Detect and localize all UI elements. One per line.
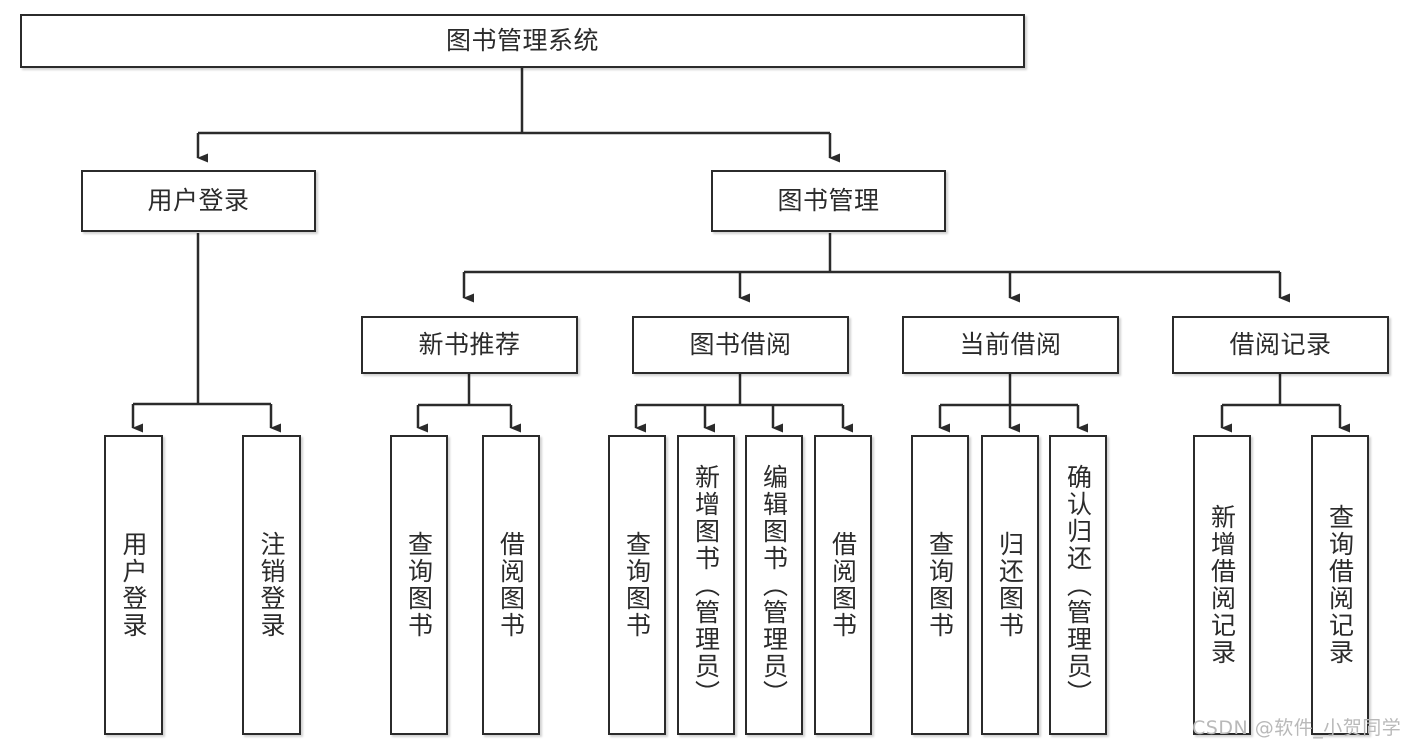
leaf-borrow-edit-book-admin[interactable]: 编辑图书（管理员） xyxy=(745,435,803,735)
watermark-text: CSDN @软件_小贺同学 xyxy=(1192,717,1402,739)
leaf-records-query-record[interactable]: 查询借阅记录 xyxy=(1311,435,1369,735)
leaf-current-confirm-return-admin[interactable]: 确认归还（管理员） xyxy=(1049,435,1107,735)
node-label: 图书管理系统 xyxy=(445,26,599,56)
node-current-borrow[interactable]: 当前借阅 xyxy=(902,316,1119,374)
node-label: 用户登录 xyxy=(119,531,148,639)
leaf-records-add-record[interactable]: 新增借阅记录 xyxy=(1193,435,1251,735)
node-label: 借阅图书 xyxy=(828,531,858,639)
node-root-system[interactable]: 图书管理系统 xyxy=(20,14,1025,68)
node-book-management[interactable]: 图书管理 xyxy=(711,170,946,232)
node-label: 查询图书 xyxy=(622,531,652,639)
node-label: 借阅记录 xyxy=(1229,330,1332,360)
node-book-borrow[interactable]: 图书借阅 xyxy=(632,316,849,374)
leaf-new-book-borrow[interactable]: 借阅图书 xyxy=(482,435,540,735)
node-label: 查询图书 xyxy=(925,531,955,639)
leaf-current-return-book[interactable]: 归还图书 xyxy=(981,435,1039,735)
leaf-current-query-book[interactable]: 查询图书 xyxy=(911,435,969,735)
node-label: 确认归还（管理员） xyxy=(1063,463,1093,707)
node-label: 新增图书（管理员） xyxy=(691,463,721,707)
leaf-user-login-logout[interactable]: 注销登录 xyxy=(242,435,301,735)
leaf-user-login-login[interactable]: 用户登录 xyxy=(104,435,163,735)
node-label: 查询图书 xyxy=(404,531,434,639)
node-label: 编辑图书（管理员） xyxy=(759,463,789,707)
node-label: 图书借阅 xyxy=(689,330,792,360)
node-borrow-records[interactable]: 借阅记录 xyxy=(1172,316,1389,374)
node-user-login[interactable]: 用户登录 xyxy=(81,170,316,232)
node-label: 注销登录 xyxy=(257,531,286,639)
leaf-borrow-add-book-admin[interactable]: 新增图书（管理员） xyxy=(677,435,735,735)
node-label: 当前借阅 xyxy=(959,330,1062,360)
node-label: 借阅图书 xyxy=(496,531,526,639)
node-label: 图书管理 xyxy=(777,186,880,216)
node-label: 归还图书 xyxy=(995,531,1025,639)
node-label: 查询借阅记录 xyxy=(1325,504,1355,666)
node-new-book-recommend[interactable]: 新书推荐 xyxy=(361,316,578,374)
leaf-new-book-query[interactable]: 查询图书 xyxy=(390,435,448,735)
node-label: 新书推荐 xyxy=(418,330,521,360)
leaf-borrow-query-book[interactable]: 查询图书 xyxy=(608,435,666,735)
node-label: 新增借阅记录 xyxy=(1207,504,1237,666)
node-label: 用户登录 xyxy=(147,186,250,216)
leaf-borrow-borrow-book[interactable]: 借阅图书 xyxy=(814,435,872,735)
